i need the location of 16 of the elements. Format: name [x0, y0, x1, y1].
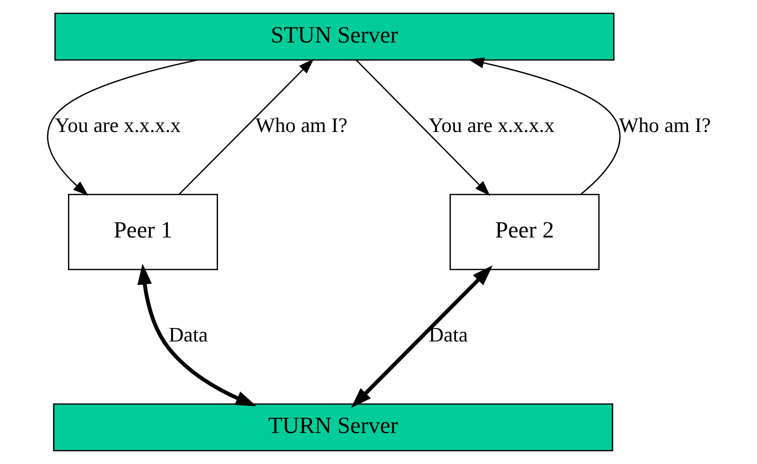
node-box: STUN Server: [54, 12, 614, 61]
edge-label: Data: [168, 324, 208, 347]
edge-label: You are x.x.x.x: [428, 115, 554, 138]
arrow: [46, 59, 198, 196]
node-box: Peer 2: [449, 194, 600, 270]
arrow: [178, 58, 314, 195]
edge-label: Who am I?: [618, 115, 710, 138]
edge-label: Who am I?: [254, 115, 347, 138]
edge-label: You are x.x.x.x: [54, 115, 180, 138]
node-box: Peer 1: [67, 194, 218, 270]
arrow: [468, 58, 620, 195]
node-box: TURN Server: [52, 403, 613, 452]
arrow: [355, 60, 490, 196]
arrow: [136, 264, 256, 406]
arrow: [350, 265, 492, 408]
edge-label: Data: [428, 324, 468, 347]
